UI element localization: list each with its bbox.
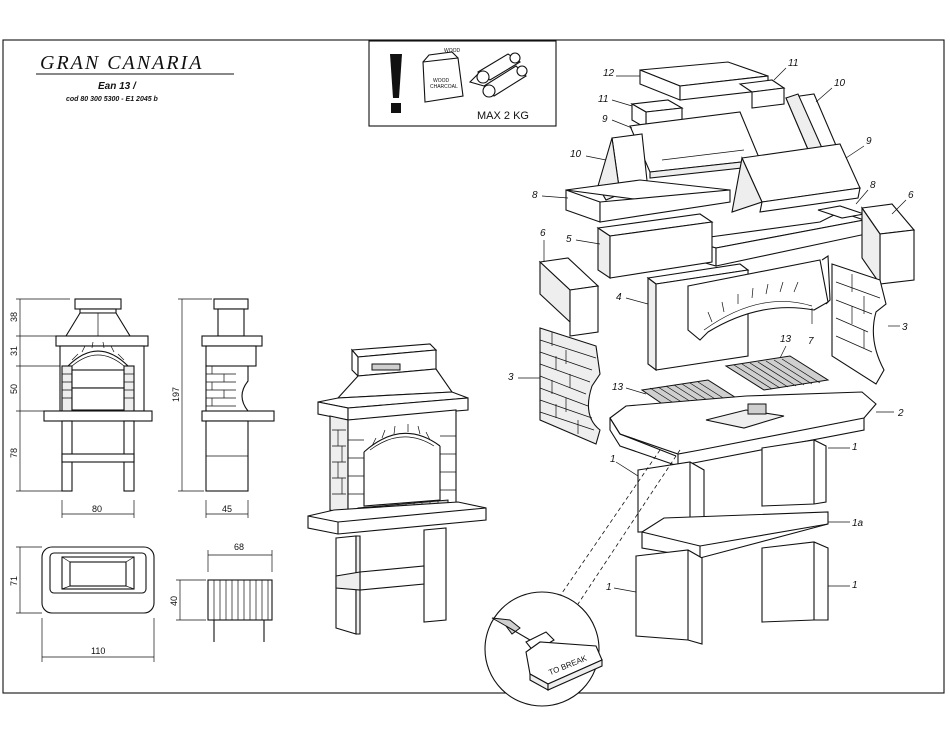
callout-3-left: 3 xyxy=(508,372,514,383)
callout-1-lower-left: 1 xyxy=(606,582,612,593)
grill-grate-view: 68 40 xyxy=(169,542,272,642)
dim-plan-width: 110 xyxy=(91,646,105,656)
dim-plan-depth: 71 xyxy=(9,576,19,586)
ean-code: Ean 13 / xyxy=(98,81,137,92)
callout-8-left: 8 xyxy=(532,190,538,201)
dim-grill-width: 68 xyxy=(234,542,244,552)
bag-label-charcoal: CHARCOAL xyxy=(430,84,458,90)
dim-height-hood: 31 xyxy=(9,346,19,356)
bag-top-label: WOOD xyxy=(444,48,460,54)
product-code: cod 80 300 5300 - E1 2045 b xyxy=(66,96,159,103)
callout-12: 12 xyxy=(603,68,615,79)
front-elevation-view: 38 31 50 78 80 xyxy=(9,299,152,518)
product-title: GRAN CANARIA xyxy=(40,52,203,74)
dim-height-firebox: 50 xyxy=(9,384,19,394)
max-load-label: MAX 2 KG xyxy=(477,110,529,122)
part-12 xyxy=(640,62,768,100)
callout-1-upper-right: 1 xyxy=(852,442,858,453)
dim-height-base: 78 xyxy=(9,448,19,458)
callout-1-upper-left: 1 xyxy=(610,454,616,465)
dim-height-chimney: 38 xyxy=(9,312,19,322)
side-elevation-view: 197 45 xyxy=(171,299,274,518)
callout-11-top: 11 xyxy=(788,58,798,69)
exclamation-icon xyxy=(390,54,402,113)
callout-1-lower-right: 1 xyxy=(852,580,858,591)
callout-2: 2 xyxy=(897,408,904,419)
dim-total-height: 197 xyxy=(171,387,181,402)
callout-5: 5 xyxy=(566,234,572,245)
callout-10-right: 10 xyxy=(834,78,846,89)
callout-3-right: 3 xyxy=(902,322,908,333)
dim-grill-height: 40 xyxy=(169,596,179,606)
callout-9-left: 9 xyxy=(602,114,608,125)
dim-front-width: 80 xyxy=(92,504,102,514)
callout-4: 4 xyxy=(616,292,622,303)
dim-side-width: 45 xyxy=(222,504,232,514)
title-block: GRAN CANARIA Ean 13 / cod 80 300 5300 - … xyxy=(36,52,234,103)
fuel-warning-box: WOOD WOOD CHARCOAL MAX 2 KG xyxy=(369,41,556,126)
callout-10-left: 10 xyxy=(570,149,582,160)
callout-9-right: 9 xyxy=(866,136,872,147)
callout-8-right: 8 xyxy=(870,180,876,191)
firewood-logs-icon xyxy=(470,53,527,97)
callout-7: 7 xyxy=(808,336,814,347)
exploded-view xyxy=(540,62,914,644)
plan-view: 71 110 xyxy=(9,547,154,662)
break-detail-view: TO BREAK xyxy=(485,592,602,706)
callout-1a: 1a xyxy=(852,518,864,529)
callout-11-left: 11 xyxy=(598,94,608,105)
callout-13-right: 13 xyxy=(780,334,792,345)
callout-6-left: 6 xyxy=(540,228,546,239)
charcoal-bag-icon: WOOD WOOD CHARCOAL xyxy=(423,48,463,102)
callout-13-left: 13 xyxy=(612,382,624,393)
callout-6-right: 6 xyxy=(908,190,914,201)
assembled-barbecue-view xyxy=(308,344,486,634)
